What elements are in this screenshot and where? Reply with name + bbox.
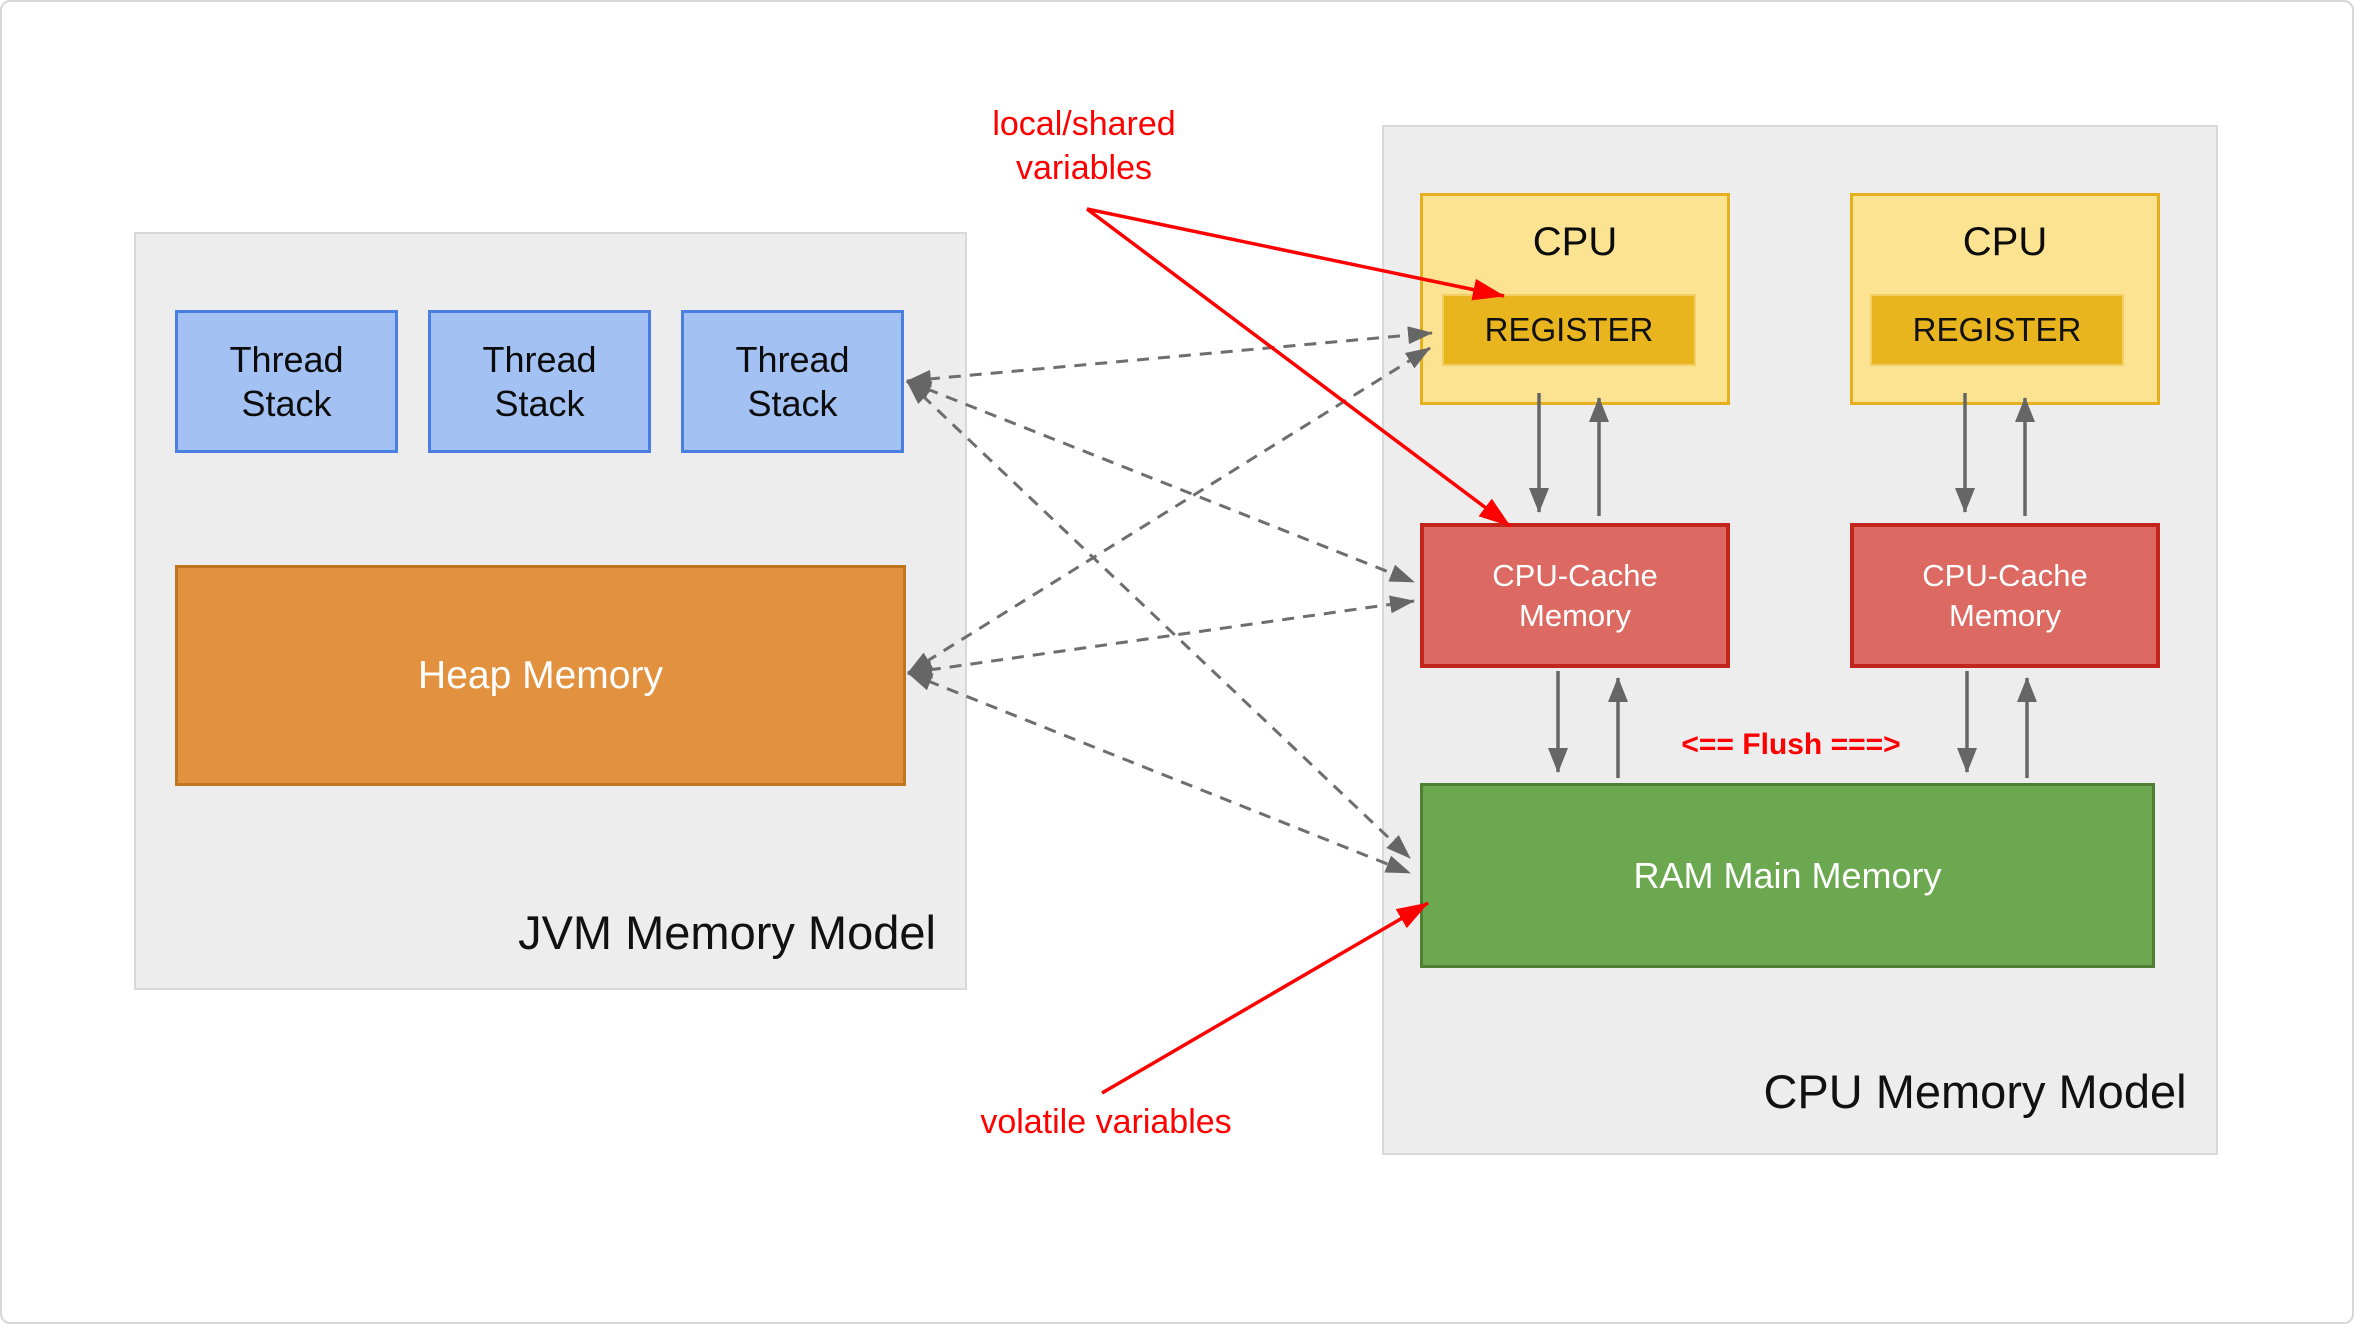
ram-main-memory-box: RAM Main Memory [1420,783,2155,968]
dashed-arrow-threadstack-cache [906,379,1415,584]
dashed-arrow-threadstack-register [906,326,1433,388]
jvm-panel-title: JVM Memory Model [518,906,936,959]
thread-stack-box-2: Thread Stack [428,310,651,453]
flush-annotation: <== Flush ===> [1681,728,1901,761]
dashed-arrow-heap-cache [907,595,1415,679]
register-box-1: REGISTER [1442,294,1696,366]
red-arrow-volatile-ram [1101,901,1429,1095]
cpu-cache-box-2: CPU-Cache Memory [1850,523,2160,668]
dashed-arrow-threadstack-ram [905,379,1412,860]
volatile-variables-annotation: volatile variables [980,1103,1232,1141]
dashed-arrow-heap-register [907,346,1431,675]
heap-memory-box: Heap Memory [175,565,906,786]
cpu-cache-box-1: CPU-Cache Memory [1420,523,1730,668]
dashed-arrow-heap-ram [907,671,1411,875]
thread-stack-box-3: Thread Stack [681,310,904,453]
thread-stack-box-1: Thread Stack [175,310,398,453]
local-shared-variables-annotation: local/shared variables [992,105,1176,187]
register-box-2: REGISTER [1870,294,2124,366]
cpu-panel-title: CPU Memory Model [1763,1065,2187,1118]
